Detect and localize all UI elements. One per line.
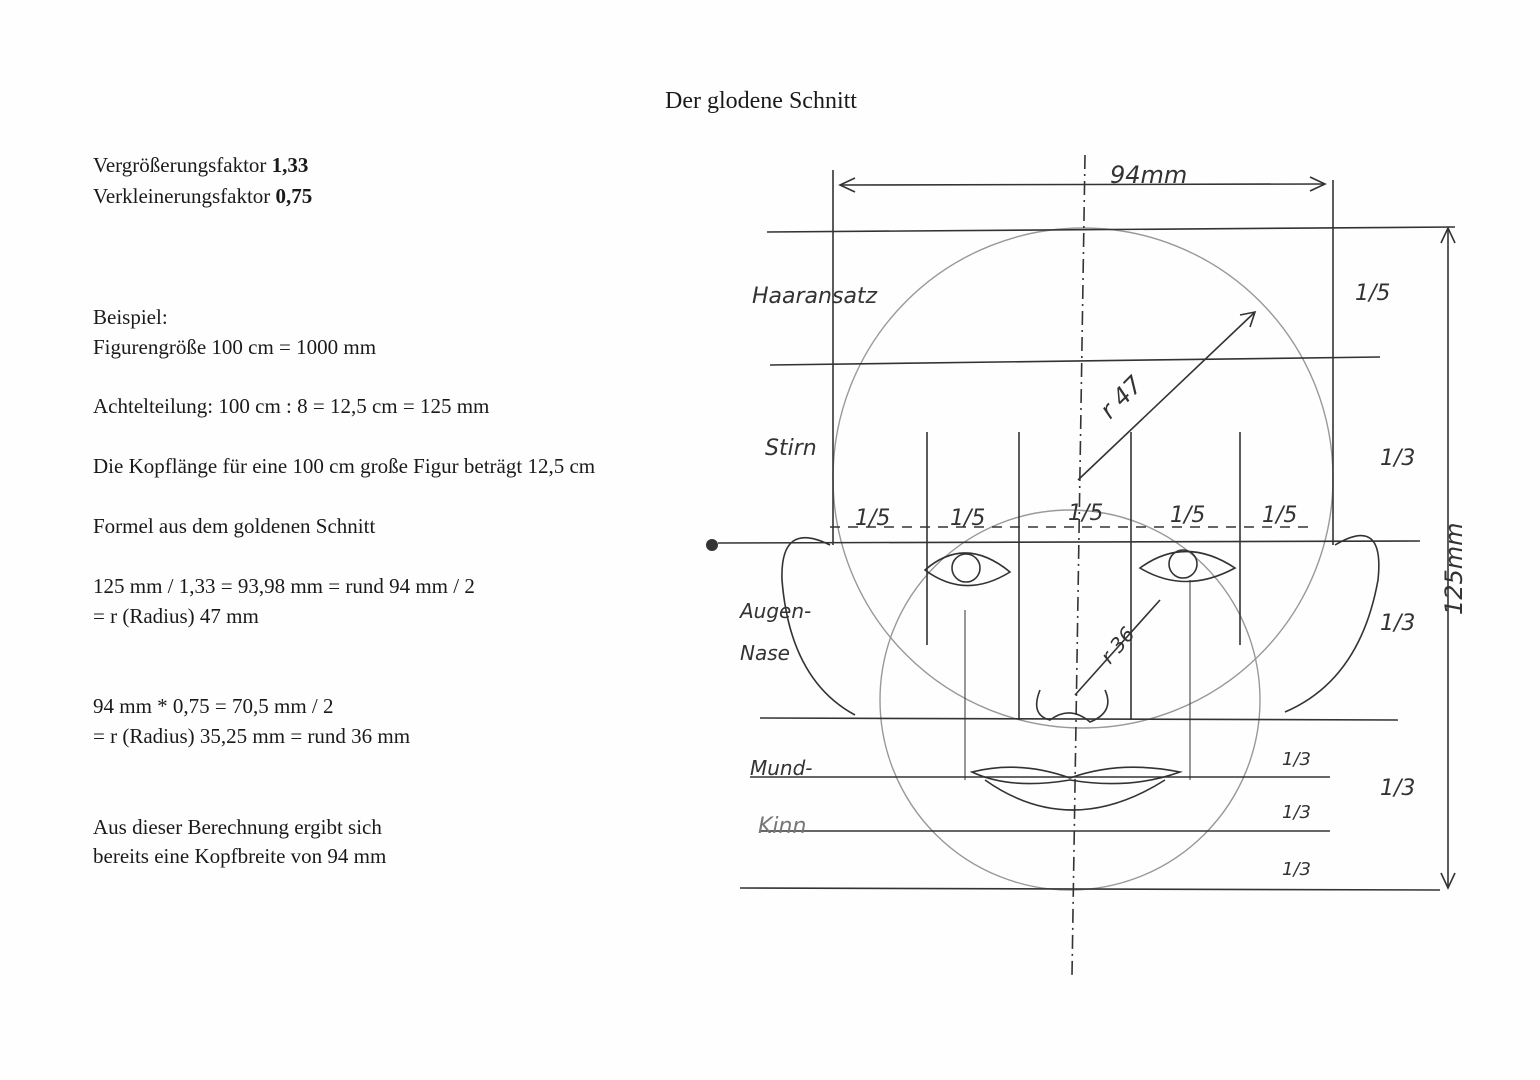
nose <box>1035 689 1109 723</box>
width-label: 94mm <box>1110 161 1187 189</box>
eye-line <box>717 540 1421 544</box>
fraction-fifth-top: 1/5 <box>1355 281 1390 306</box>
label-hairline: Haaransatz <box>752 284 878 309</box>
head-length: Die Kopflänge für eine 100 cm große Figu… <box>93 454 596 478</box>
upper-lip <box>969 766 1183 785</box>
right-ear <box>1284 534 1380 713</box>
calc2-line2: = r (Radius) 35,25 mm = rund 36 mm <box>93 724 411 748</box>
fraction-fifth: 1/5 <box>950 506 985 531</box>
enlarge-factor: Vergrößerungsfaktor 1,33 <box>93 150 308 180</box>
radius-large-arrow <box>1077 311 1256 481</box>
enlarge-label: Vergrößerungsfaktor <box>93 153 272 177</box>
reduce-label: Verkleinerungsfaktor <box>93 184 276 208</box>
fraction-third-small: 1/3 <box>1282 802 1311 823</box>
label-forehead: Stirn <box>765 436 817 461</box>
height-label: 125mm <box>1440 522 1468 615</box>
radius-small-arrow <box>1074 599 1161 696</box>
calc1-line2: = r (Radius) 47 mm <box>93 604 259 628</box>
eighths: Achtelteilung: 100 cm : 8 = 12,5 cm = 12… <box>93 394 490 418</box>
fraction-third-small: 1/3 <box>1282 859 1311 880</box>
label-eyes: Augen- <box>738 599 811 623</box>
fraction-fifth: 1/5 <box>1170 503 1205 528</box>
label-mouth: Mund- <box>750 756 813 780</box>
label-chin: Kinn <box>758 814 806 839</box>
reduce-factor: Verkleinerungsfaktor 0,75 <box>93 181 312 211</box>
fraction-third: 1/3 <box>1380 446 1415 471</box>
fraction-third: 1/3 <box>1380 776 1415 801</box>
left-iris <box>951 553 981 583</box>
page-title: Der glodene Schnitt <box>665 88 857 114</box>
width-arrow <box>839 183 1326 186</box>
right-eye <box>1138 550 1237 583</box>
left-eye <box>923 552 1012 587</box>
fraction-fifth: 1/5 <box>1262 503 1297 528</box>
fraction-third: 1/3 <box>1380 611 1415 636</box>
fraction-third-small: 1/3 <box>1282 749 1311 770</box>
conclusion-line1: Aus dieser Berechnung ergibt sich <box>93 815 382 839</box>
radius-large-label: r 47 <box>1094 370 1148 424</box>
radius-small-label: r 36 <box>1095 622 1139 668</box>
chin-line <box>739 887 1441 891</box>
conclusion-line2: bereits eine Kopfbreite von 94 mm <box>93 844 387 868</box>
figure-size: Figurengröße 100 cm = 1000 mm <box>93 335 377 359</box>
left-ear <box>781 536 856 716</box>
lower-lip <box>984 779 1166 811</box>
formula-heading: Formel aus dem goldenen Schnitt <box>93 514 376 538</box>
center-axis <box>1071 154 1086 976</box>
calc1-line1: 125 mm / 1,33 = 93,98 mm = rund 94 mm / … <box>93 574 475 598</box>
fraction-fifth: 1/5 <box>1068 501 1103 526</box>
fraction-fifth: 1/5 <box>855 506 890 531</box>
enlarge-value: 1,33 <box>271 153 309 177</box>
eye-line-marker <box>706 539 718 551</box>
reduce-value: 0,75 <box>275 184 313 208</box>
hairline-line <box>769 356 1381 366</box>
label-nose: Nase <box>740 641 790 665</box>
large-circle <box>832 227 1334 729</box>
top-line <box>766 226 1456 233</box>
right-iris <box>1168 549 1198 579</box>
small-circle <box>879 509 1261 891</box>
example-heading: Beispiel: <box>93 305 168 329</box>
nose-line <box>759 717 1399 721</box>
calc2-line1: 94 mm * 0,75 = 70,5 mm / 2 <box>93 694 334 718</box>
